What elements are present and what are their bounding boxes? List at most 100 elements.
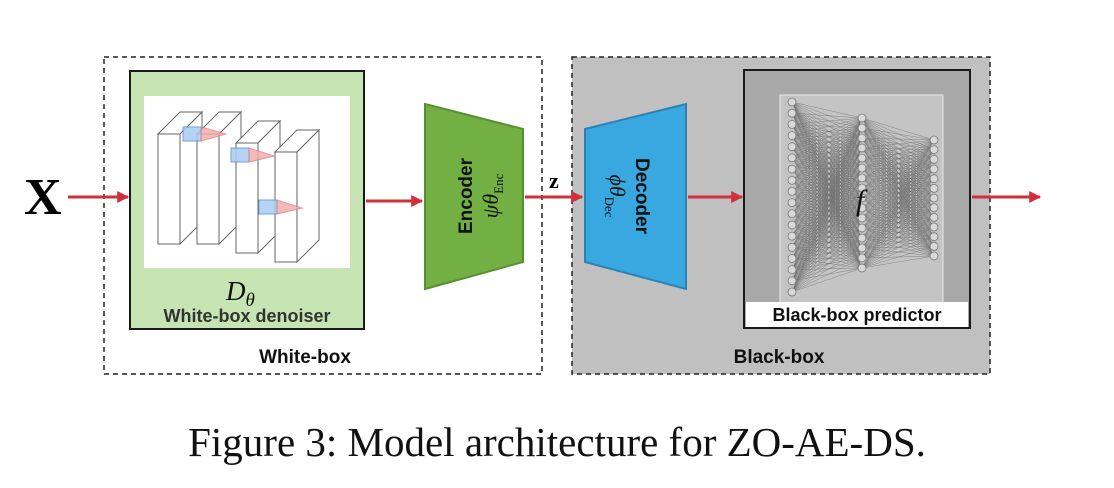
- network-edge: [791, 217, 863, 259]
- network-edge: [791, 257, 863, 281]
- network-edge: [791, 127, 863, 136]
- network-edge: [791, 147, 863, 203]
- network-node: [857, 253, 867, 263]
- network-edge: [861, 139, 935, 259]
- network-node: [857, 153, 867, 163]
- network-edge: [791, 127, 863, 237]
- network-edge: [861, 178, 935, 269]
- network-node: [929, 174, 939, 184]
- network-edge: [791, 213, 863, 219]
- network-edge: [861, 217, 935, 269]
- network-node: [857, 143, 867, 153]
- network-edge: [791, 197, 863, 237]
- network-edge: [791, 101, 863, 119]
- network-node: [787, 175, 797, 185]
- architecture-diagram: White-box Black-box Dθ White-box denoise…: [24, 56, 1042, 375]
- network-node: [857, 133, 867, 143]
- network-edge: [791, 197, 863, 203]
- network-edge: [791, 127, 863, 226]
- network-node: [929, 183, 939, 193]
- network-edge: [791, 217, 863, 281]
- network-edge: [791, 157, 863, 214]
- network-edge: [791, 127, 863, 192]
- network-edge: [791, 217, 863, 226]
- network-edge: [791, 147, 863, 293]
- network-edge: [861, 139, 935, 159]
- network-edge: [861, 137, 935, 141]
- network-edge: [791, 147, 863, 270]
- network-edge: [791, 117, 863, 259]
- network-edge: [791, 187, 863, 226]
- network-edge: [791, 147, 863, 281]
- network-edge: [791, 197, 863, 281]
- neural-network-edges: [791, 101, 935, 293]
- network-edge: [791, 197, 863, 248]
- network-edge: [791, 207, 863, 214]
- network-edge: [791, 117, 863, 226]
- network-edge: [791, 117, 863, 214]
- network-edge: [791, 157, 863, 237]
- network-edge: [861, 127, 935, 141]
- blackbox-region-label: Black-box: [734, 347, 825, 368]
- network-edge: [791, 124, 863, 129]
- network-node: [787, 265, 797, 275]
- network-node: [929, 222, 939, 232]
- network-edge: [791, 207, 863, 270]
- network-node: [787, 187, 797, 196]
- network-node: [787, 254, 797, 263]
- network-edge: [791, 267, 863, 293]
- network-edge: [861, 117, 935, 141]
- network-node: [857, 113, 867, 123]
- encoder-param: ψθEnc: [478, 173, 506, 218]
- network-edge: [861, 139, 935, 199]
- network-edge: [861, 168, 935, 269]
- network-edge: [791, 217, 863, 293]
- network-edge: [791, 117, 863, 192]
- denoiser-symbol: Dθ: [225, 276, 255, 311]
- network-node: [787, 131, 797, 140]
- network-edge: [861, 139, 935, 269]
- network-node: [929, 241, 939, 251]
- network-edge: [791, 157, 863, 281]
- network-node: [857, 233, 867, 243]
- network-node: [929, 145, 939, 155]
- network-edge: [791, 127, 863, 248]
- neural-network-nodes: [787, 97, 939, 297]
- input-symbol: X: [24, 169, 62, 226]
- network-node: [787, 242, 797, 252]
- network-edge: [791, 207, 863, 281]
- network-edge: [791, 227, 863, 293]
- network-edge: [791, 167, 863, 237]
- network-edge: [791, 137, 863, 270]
- predictor-label-bg: [746, 302, 968, 327]
- network-edge: [791, 197, 863, 214]
- network-edge: [861, 236, 935, 269]
- network-edge: [791, 101, 863, 129]
- network-edge: [791, 147, 863, 226]
- network-edge: [791, 177, 863, 281]
- network-edge: [791, 137, 863, 281]
- network-edge: [861, 139, 935, 249]
- network-edge: [791, 137, 863, 226]
- kernel-highlights: [182, 126, 304, 215]
- network-node: [787, 108, 797, 118]
- network-edge: [791, 127, 863, 281]
- network-node: [857, 243, 867, 253]
- predictor-label: Black-box predictor: [772, 305, 941, 325]
- network-edge: [791, 113, 863, 119]
- network-edge: [861, 207, 935, 269]
- network-node: [929, 135, 939, 145]
- network-node: [857, 203, 867, 213]
- network-edge: [861, 226, 935, 269]
- whitebox-region: [103, 56, 543, 375]
- network-edge: [791, 147, 863, 248]
- network-edge: [791, 117, 863, 237]
- network-node: [857, 173, 867, 183]
- network-node: [929, 193, 939, 203]
- network-edge: [791, 187, 863, 248]
- network-node: [787, 231, 797, 241]
- network-edge: [791, 127, 863, 259]
- network-edge: [791, 137, 863, 203]
- network-edge: [861, 139, 935, 169]
- network-edge: [791, 157, 863, 203]
